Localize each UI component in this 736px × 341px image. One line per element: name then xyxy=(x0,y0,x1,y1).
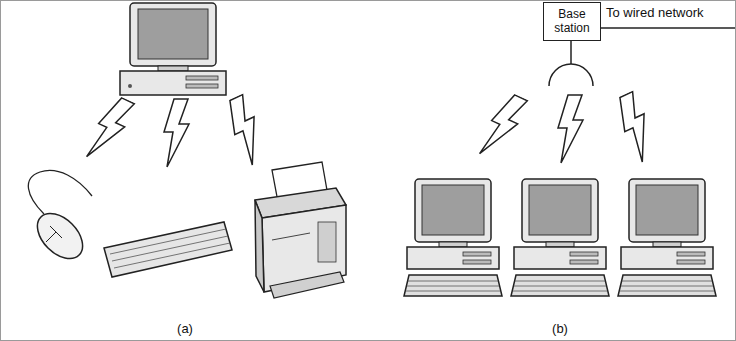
network-label: To wired network xyxy=(606,5,704,20)
computer-icon xyxy=(511,179,609,296)
computer-icon xyxy=(120,3,226,95)
wireless-bolt xyxy=(221,94,272,166)
node-label: Base station xyxy=(547,7,597,35)
panel-label: (a) xyxy=(177,321,193,336)
wireless-bolt xyxy=(164,99,189,167)
wireless-bolt xyxy=(611,91,662,163)
keyboard-icon xyxy=(104,222,232,277)
wireless-bolt xyxy=(477,91,528,163)
wired-network-line xyxy=(600,27,735,28)
wireless-bolt xyxy=(558,95,583,163)
panel-label: (b) xyxy=(552,321,568,336)
antenna-arc xyxy=(549,64,593,86)
wireless-bolt xyxy=(84,94,135,166)
mouse-icon xyxy=(28,170,92,267)
antenna-mast xyxy=(570,38,572,64)
computer-icon xyxy=(618,179,716,296)
computer-icon xyxy=(404,179,502,296)
base-station-box: Base station xyxy=(543,2,601,41)
printer-icon xyxy=(255,162,346,298)
